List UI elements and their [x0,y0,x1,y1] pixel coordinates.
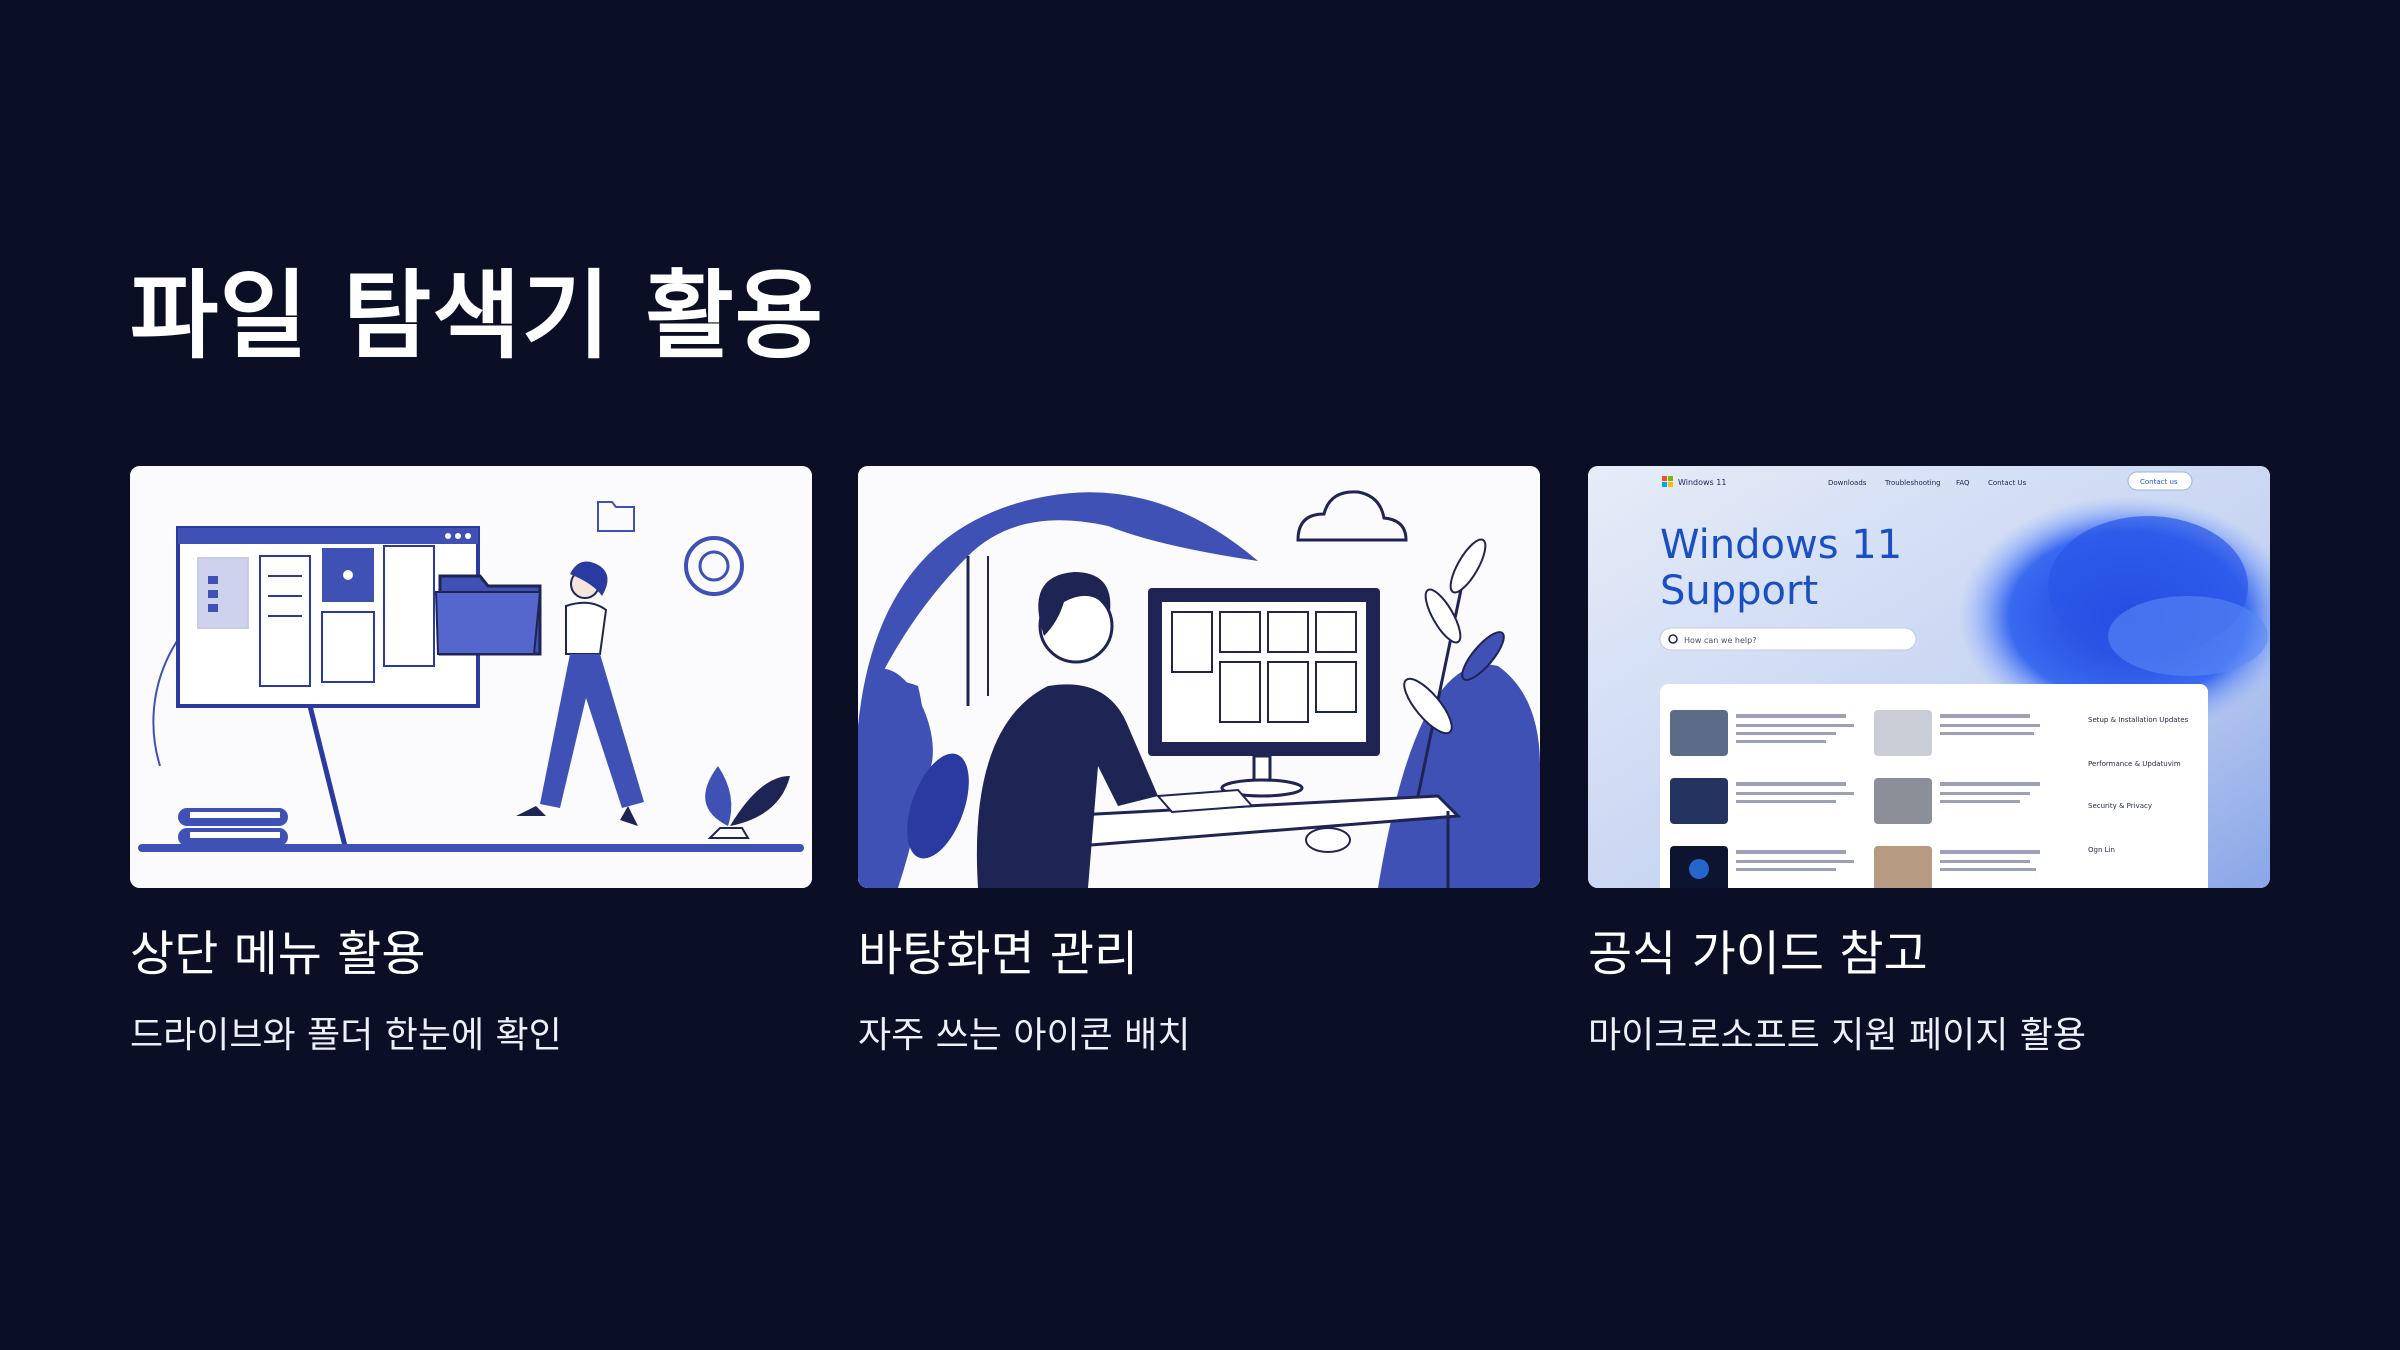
support-hero-line1: Windows 11 [1660,522,1902,568]
support-brand: Windows 11 [1678,478,1726,487]
support-hero-line2: Support [1660,568,1818,614]
card-subtitle-official-guide: 마이크로소프트 지원 페이지 활용 [1588,1015,2087,1056]
card-title-desktop: 바탕화면 관리 [858,926,1139,982]
card-title-top-menu: 상단 메뉴 활용 [130,926,426,982]
support-nav-troubleshooting: Troubleshooting [1884,479,1941,487]
support-side-link-setup: Setup & Installation Updates [2088,716,2189,724]
support-side-link-security: Security & Privacy [2088,802,2152,810]
card-image-file-explorer [130,466,812,888]
support-nav-faq: FAQ [1956,479,1970,487]
file-explorer-illustration [130,466,812,888]
support-nav-contact: Contact Us [1988,479,2027,487]
support-side-link-performance: Performance & Updatuvim [2088,760,2181,768]
windows-support-page-screenshot: Windows 11 Downloads Troubleshooting FAQ… [1588,466,2270,888]
card-image-support-page: Windows 11 Downloads Troubleshooting FAQ… [1588,466,2270,888]
card-image-desktop [858,466,1540,888]
support-nav-downloads: Downloads [1828,479,1867,487]
support-side-link-other: Ogn Lin [2088,846,2115,854]
card-subtitle-desktop: 자주 쓰는 아이콘 배치 [858,1015,1191,1056]
desktop-user-illustration [858,466,1540,888]
support-search: How can we help? [1684,636,1756,645]
page-title: 파일 탐색기 활용 [130,260,825,372]
card-title-official-guide: 공식 가이드 참고 [1588,926,1928,982]
support-contact-button: Contact us [2140,478,2178,486]
card-subtitle-top-menu: 드라이브와 폴더 한눈에 확인 [130,1015,562,1056]
